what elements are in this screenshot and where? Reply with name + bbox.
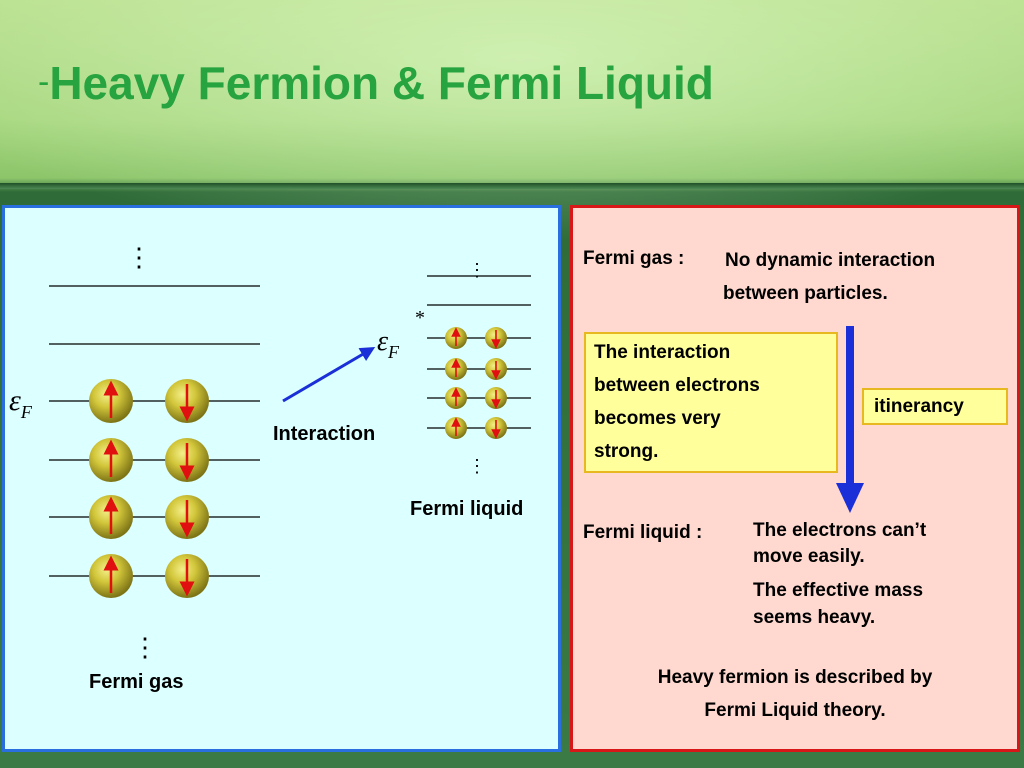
fermi-energy-symbol-liquid: εF bbox=[377, 326, 400, 362]
fermi-gas-desc-line1: No dynamic interaction bbox=[725, 250, 936, 271]
fermi-liquid-desc-line3: The effective mass bbox=[753, 580, 924, 601]
ellipsis-liquid-bottom: ⋮ bbox=[468, 456, 486, 476]
epsilon: ε bbox=[377, 326, 388, 357]
interaction-note-box: The interaction between electrons become… bbox=[584, 332, 838, 473]
title-dash: - bbox=[38, 63, 50, 101]
fermi-energy-symbol-gas: εF bbox=[9, 384, 33, 422]
energy-level-diagram: ⋮ bbox=[9, 243, 531, 662]
fermi-liquid-levels bbox=[427, 275, 531, 429]
diagram-panel: ⋮ bbox=[2, 205, 561, 752]
itinerancy-arrow bbox=[836, 326, 864, 513]
interaction-arrow bbox=[282, 346, 376, 403]
ellipsis-bottom: ⋮ bbox=[132, 633, 158, 662]
title-text: Heavy Fermion & Fermi Liquid bbox=[49, 57, 714, 109]
subscript-f: F bbox=[387, 342, 400, 362]
itinerancy-label: itinerancy bbox=[874, 396, 964, 417]
fermi-gas-heading: Fermi gas : bbox=[583, 248, 685, 269]
box-line4: strong. bbox=[594, 441, 659, 462]
fermi-liquid-heading: Fermi liquid : bbox=[583, 522, 703, 543]
epsilon: ε bbox=[9, 384, 21, 417]
title-band: -Heavy Fermion & Fermi Liquid bbox=[0, 0, 1024, 183]
interaction-label: Interaction bbox=[273, 423, 376, 445]
box-line3: becomes very bbox=[594, 408, 721, 429]
box-line1: The interaction bbox=[594, 342, 731, 363]
title-divider bbox=[0, 183, 1024, 189]
ellipsis-top: ⋮ bbox=[126, 243, 152, 272]
explanation-panel: Fermi gas : No dynamic interaction betwe… bbox=[570, 205, 1020, 752]
fermi-gas-label: Fermi gas bbox=[89, 671, 184, 693]
fermi-liquid-label: Fermi liquid bbox=[410, 498, 524, 520]
conclusion-line1: Heavy fermion is described by bbox=[657, 667, 933, 688]
subscript-f: F bbox=[20, 402, 33, 422]
fermi-gas-levels bbox=[49, 285, 260, 577]
slide-title: -Heavy Fermion & Fermi Liquid bbox=[38, 56, 714, 110]
box-line2: between electrons bbox=[594, 375, 760, 396]
fermi-liquid-desc-line2: move easily. bbox=[753, 546, 865, 567]
itinerancy-box: itinerancy bbox=[862, 388, 1008, 425]
fermi-gas-electrons bbox=[89, 379, 209, 598]
fermi-liquid-electrons bbox=[445, 327, 507, 439]
ellipsis-liquid-top: ⋮ bbox=[468, 260, 486, 280]
fermi-liquid-desc-line1: The electrons can’t bbox=[753, 520, 927, 541]
conclusion-line2: Fermi Liquid theory. bbox=[704, 700, 886, 721]
star-symbol: * bbox=[415, 307, 425, 329]
fermi-gas-desc-line2: between particles. bbox=[723, 283, 888, 304]
fermi-liquid-desc-line4: seems heavy. bbox=[753, 607, 876, 628]
